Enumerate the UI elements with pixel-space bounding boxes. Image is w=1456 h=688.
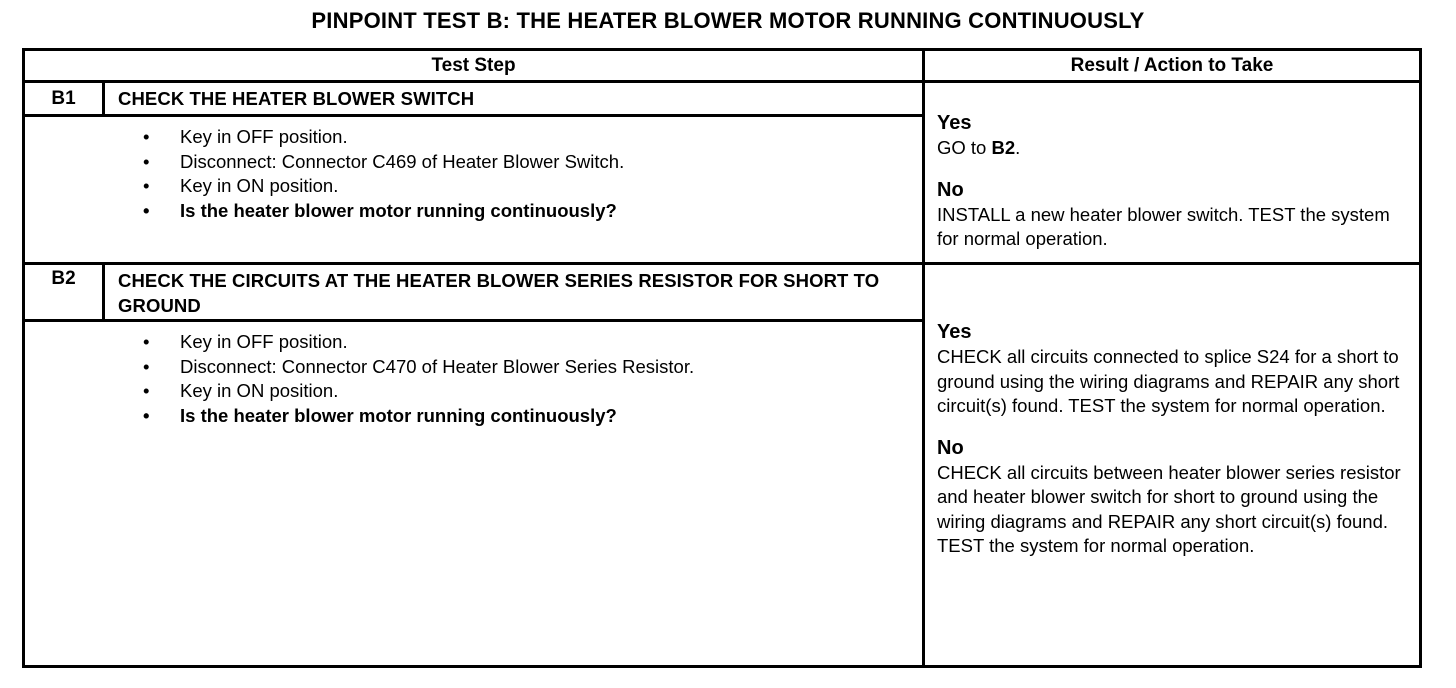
list-item: • Key in ON position. (25, 379, 922, 404)
result-b1-yes-text-prefix: GO to (937, 137, 992, 158)
table-header-row: Test Step Result / Action to Take (25, 51, 1419, 83)
test-step-b2-id: B2 (25, 265, 105, 319)
result-b1-no-label: No (937, 178, 964, 201)
result-b1-yes-text: GO to B2. (937, 136, 1413, 161)
bullet-icon: • (143, 380, 150, 401)
test-step-column: B1 CHECK THE HEATER BLOWER SWITCH • Key … (25, 83, 922, 665)
pinpoint-test-table: Test Step Result / Action to Take B1 CHE… (22, 48, 1422, 668)
result-cell-b1: Yes GO to B2. No INSTALL a new heater bl… (925, 83, 1419, 265)
test-step-b1-id: B1 (25, 83, 105, 114)
list-item: • Disconnect: Connector C469 of Heater B… (25, 150, 922, 175)
column-divider (922, 51, 925, 665)
test-step-b1-title-row: B1 CHECK THE HEATER BLOWER SWITCH (25, 83, 922, 117)
test-step-b2-bullet-list: • Key in OFF position. • Disconnect: Con… (25, 330, 922, 428)
result-b1-yes-text-suffix: . (1015, 137, 1021, 158)
list-item-text: Key in OFF position. (180, 331, 348, 352)
list-item: • Disconnect: Connector C470 of Heater B… (25, 355, 922, 380)
test-step-b2-body: • Key in OFF position. • Disconnect: Con… (25, 322, 922, 428)
test-step-b1-body: • Key in OFF position. • Disconnect: Con… (25, 117, 922, 223)
test-step-b2-heading: CHECK THE CIRCUITS AT THE HEATER BLOWER … (118, 270, 880, 316)
list-item-text: Disconnect: Connector C470 of Heater Blo… (180, 355, 695, 377)
list-item: • Key in OFF position. (25, 125, 922, 150)
result-b1-no-text: INSTALL a new heater blower switch. TEST… (937, 203, 1390, 250)
list-item: • Is the heater blower motor running con… (25, 404, 922, 429)
test-step-b1: B1 CHECK THE HEATER BLOWER SWITCH • Key … (25, 83, 922, 265)
list-item-text: Key in ON position. (180, 380, 339, 401)
list-item-text: Key in ON position. (180, 175, 339, 196)
list-item: • Is the heater blower motor running con… (25, 199, 922, 224)
list-item-text: Is the heater blower motor running conti… (180, 199, 617, 221)
result-b2-yes-label: Yes (937, 321, 972, 343)
test-step-b1-heading: CHECK THE HEATER BLOWER SWITCH (118, 88, 475, 109)
bullet-icon: • (143, 355, 150, 377)
page-title: PINPOINT TEST B: THE HEATER BLOWER MOTOR… (311, 8, 1145, 33)
bullet-icon: • (143, 404, 150, 426)
result-b1-yes-label: Yes (937, 112, 972, 134)
list-item-text: Key in OFF position. (180, 126, 348, 147)
column-header-test-step: Test Step (431, 55, 516, 76)
list-item: • Key in OFF position. (25, 330, 922, 355)
bullet-icon: • (143, 150, 150, 172)
bullet-icon: • (143, 126, 150, 147)
bullet-icon: • (143, 199, 150, 221)
result-action-column: Yes GO to B2. No INSTALL a new heater bl… (925, 83, 1419, 665)
list-item-text: Disconnect: Connector C469 of Heater Blo… (180, 150, 625, 172)
test-step-b2-title-row: B2 CHECK THE CIRCUITS AT THE HEATER BLOW… (25, 265, 922, 322)
result-b2-no-text: CHECK all circuits between heater blower… (937, 461, 1401, 557)
list-item: • Key in ON position. (25, 174, 922, 199)
list-item-text: Is the heater blower motor running conti… (180, 404, 617, 426)
result-b2-yes-text: CHECK all circuits connected to splice S… (937, 346, 1400, 416)
bullet-icon: • (143, 175, 150, 196)
result-cell-b2: Yes CHECK all circuits connected to spli… (925, 265, 1419, 668)
result-b2-no-label: No (937, 436, 964, 459)
test-step-b1-bullet-list: • Key in OFF position. • Disconnect: Con… (25, 125, 922, 223)
column-header-result-action: Result / Action to Take (1070, 55, 1274, 76)
test-step-b2: B2 CHECK THE CIRCUITS AT THE HEATER BLOW… (25, 265, 922, 668)
bullet-icon: • (143, 331, 150, 352)
result-b1-yes-text-ref: B2 (991, 137, 1016, 158)
